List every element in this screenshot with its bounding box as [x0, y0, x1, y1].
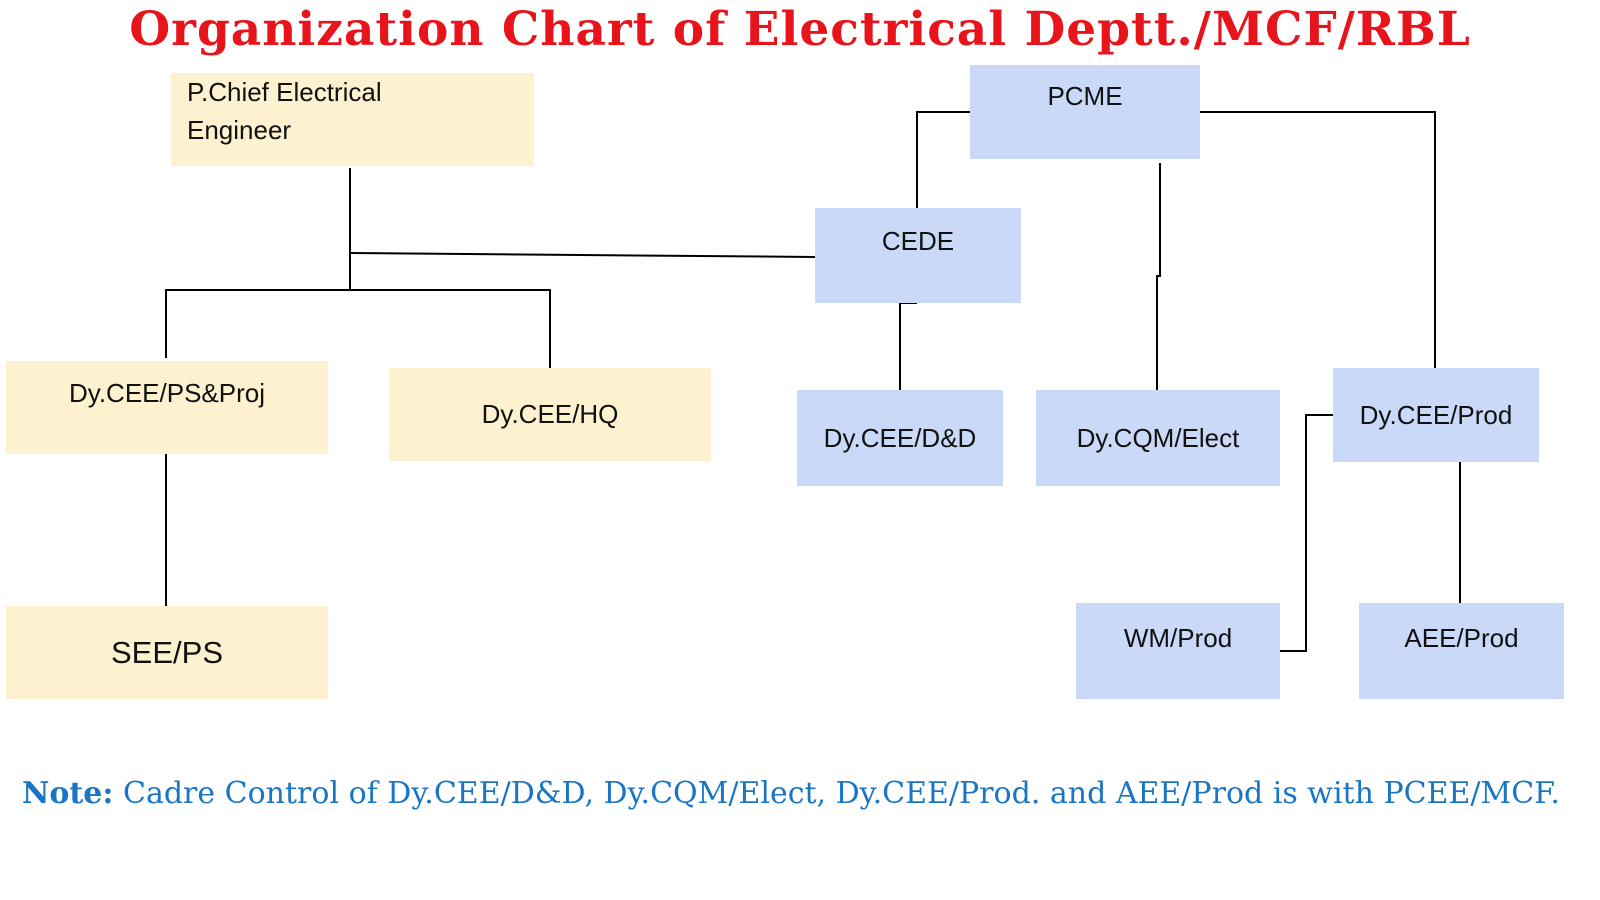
node-dycee-psproj: Dy.CEE/PS&Proj	[6, 361, 328, 454]
connector-pcme-cqm	[1156, 163, 1161, 390]
node-cede: CEDE	[815, 208, 1021, 303]
node-dycqm-elect: Dy.CQM/Elect	[1036, 390, 1280, 486]
node-wm-prod: WM/Prod	[1076, 603, 1280, 699]
connector-pcme-cede	[916, 111, 970, 208]
node-dycee-prod: Dy.CEE/Prod	[1333, 368, 1539, 462]
node-pcee: P.Chief Electrical Engineer	[171, 73, 534, 166]
node-dycee-hq: Dy.CEE/HQ	[389, 368, 711, 461]
chart-title: Organization Chart of Electrical Deptt./…	[129, 2, 1471, 57]
note-body: Cadre Control of Dy.CEE/D&D, Dy.CQM/Elec…	[113, 776, 1560, 811]
connector-pcme-prod	[1200, 111, 1436, 368]
connector-pcee-branches	[165, 289, 551, 368]
note-label: Note:	[22, 776, 114, 811]
note-text: Note: Cadre Control of Dy.CEE/D&D, Dy.CQ…	[22, 770, 1562, 817]
node-dycee-dd: Dy.CEE/D&D	[797, 390, 1003, 486]
node-aee-prod: AEE/Prod	[1359, 603, 1564, 699]
connector-prod-wm	[1279, 414, 1333, 652]
connector-pcee-cede	[349, 252, 816, 258]
node-pcme: PCME	[970, 65, 1200, 159]
connector-prod-aee	[1435, 460, 1461, 603]
connector-cede-dd	[899, 302, 917, 390]
node-see-ps: SEE/PS	[6, 606, 328, 699]
